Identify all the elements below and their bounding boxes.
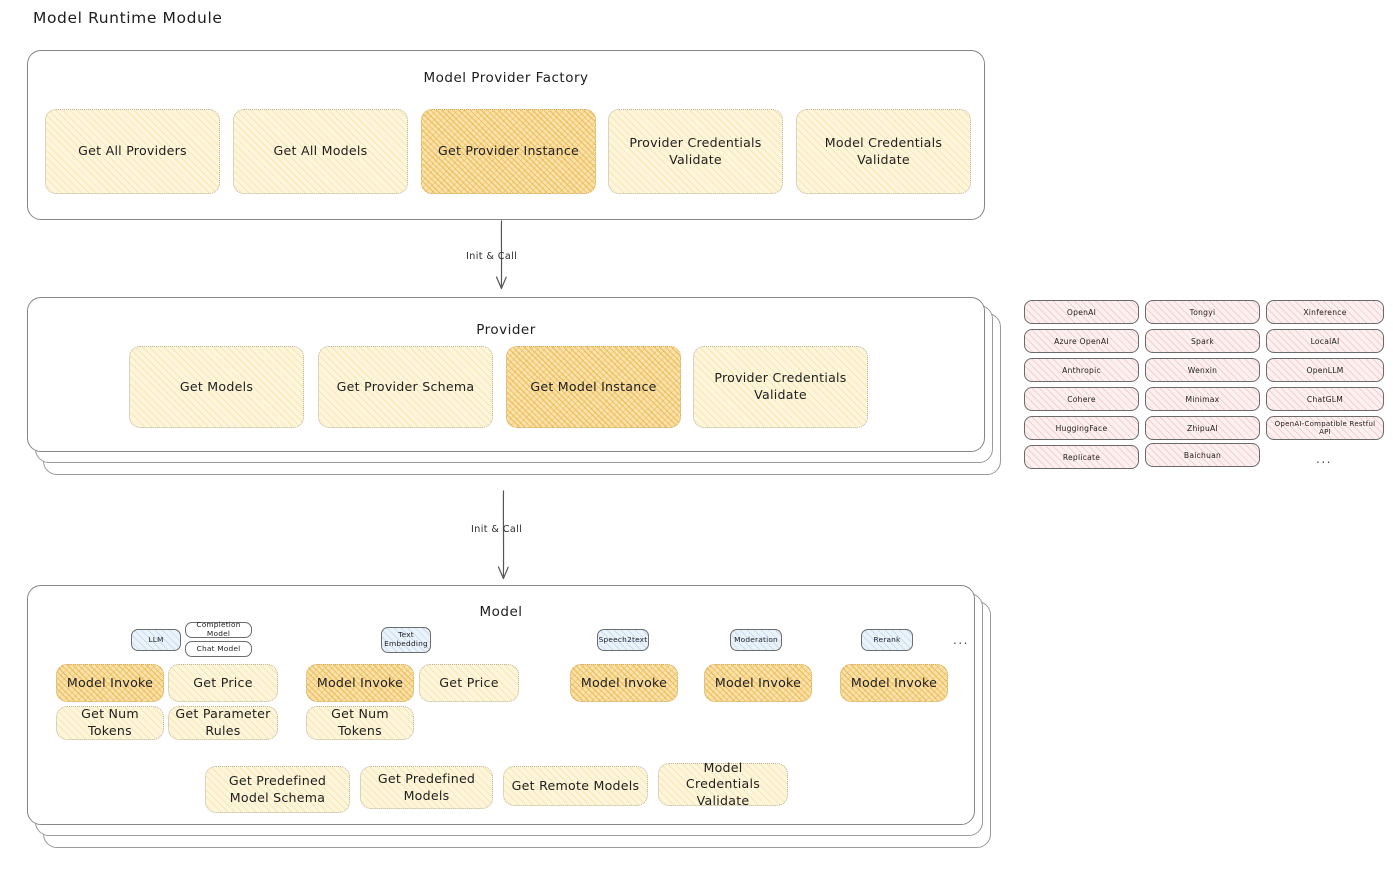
- factory-box-get-all-providers[interactable]: Get All Providers: [45, 109, 220, 194]
- provider-box-get-provider-schema[interactable]: Get Provider Schema: [318, 346, 493, 428]
- model-method-llm-model-invoke[interactable]: Model Invoke: [56, 664, 164, 702]
- provider-box-get-model-instance[interactable]: Get Model Instance: [506, 346, 681, 428]
- provider-chip-spark[interactable]: Spark: [1145, 329, 1260, 353]
- model-type-badge-llm[interactable]: LLM: [131, 629, 181, 651]
- provider-chip-openai-compatible-restful-api[interactable]: OpenAI-Compatible Restful API: [1266, 416, 1384, 440]
- provider-chip-anthropic[interactable]: Anthropic: [1024, 358, 1139, 382]
- model-provider-factory-panel: Model Provider Factory Get All Providers…: [27, 50, 985, 220]
- provider-chip-xinference[interactable]: Xinference: [1266, 300, 1384, 324]
- model-common-method-get-predefined-models[interactable]: Get Predefined Models: [360, 766, 493, 809]
- model-common-method-model-credentials-validate[interactable]: Model Credentials Validate: [658, 760, 788, 808]
- provider-list-ellipsis: ...: [1316, 452, 1332, 466]
- model-method-moderation-model-invoke[interactable]: Model Invoke: [704, 664, 812, 702]
- provider-chip-localai[interactable]: LocalAI: [1266, 329, 1384, 353]
- factory-box-get-all-models[interactable]: Get All Models: [233, 109, 408, 194]
- factory-box-get-provider-instance[interactable]: Get Provider Instance: [421, 109, 596, 194]
- provider-chip-openllm[interactable]: OpenLLM: [1266, 358, 1384, 382]
- model-method-text-embedding-get-num-tokens[interactable]: Get Num Tokens: [306, 706, 414, 740]
- factory-box-provider-credentials-validate[interactable]: Provider Credentials Validate: [608, 109, 783, 194]
- model-provider-factory-title: Model Provider Factory: [423, 70, 589, 86]
- factory-box-model-credentials-validate[interactable]: Model Credentials Validate: [796, 109, 971, 194]
- provider-chip-replicate[interactable]: Replicate: [1024, 445, 1139, 469]
- model-method-speech2text-model-invoke[interactable]: Model Invoke: [570, 664, 678, 702]
- model-method-llm-get-parameter-rules[interactable]: Get Parameter Rules: [168, 706, 278, 740]
- provider-chip-azure-openai[interactable]: Azure OpenAI: [1024, 329, 1139, 353]
- arrow-label-init-and-call-2: Init & Call: [471, 524, 523, 535]
- arrow-factory-to-provider: Init & Call: [466, 220, 540, 295]
- model-type-badge-rerank[interactable]: Rerank: [861, 629, 913, 651]
- provider-list: OpenAI Azure OpenAI Anthropic Cohere Hug…: [1024, 300, 1384, 478]
- model-common-method-get-remote-models[interactable]: Get Remote Models: [503, 766, 648, 806]
- page-title: Model Runtime Module: [33, 9, 223, 27]
- provider-box-get-models[interactable]: Get Models: [129, 346, 304, 428]
- provider-chip-huggingface[interactable]: HuggingFace: [1024, 416, 1139, 440]
- model-subtype-badge-completion-model[interactable]: Completion Model: [185, 620, 252, 638]
- provider-chip-minimax[interactable]: Minimax: [1145, 387, 1260, 411]
- model-common-method-get-predefined-model-schema[interactable]: Get Predefined Model Schema: [205, 766, 350, 813]
- model-method-llm-get-price[interactable]: Get Price: [168, 664, 278, 702]
- model-types-ellipsis: ...: [953, 633, 969, 647]
- provider-box-provider-credentials-validate[interactable]: Provider Credentials Validate: [693, 346, 868, 428]
- provider-chip-zhipuai[interactable]: ZhipuAI: [1145, 416, 1260, 440]
- model-title: Model: [479, 604, 523, 620]
- provider-chip-cohere[interactable]: Cohere: [1024, 387, 1139, 411]
- provider-chip-chatglm[interactable]: ChatGLM: [1266, 387, 1384, 411]
- model-method-text-embedding-model-invoke[interactable]: Model Invoke: [306, 664, 414, 702]
- arrow-provider-to-model: Init & Call: [471, 490, 542, 585]
- provider-title: Provider: [476, 322, 536, 338]
- provider-panel: Provider Get Models Get Provider Schema …: [27, 297, 985, 452]
- model-panel: Model LLM Completion Model Chat Model Mo…: [27, 585, 975, 825]
- model-type-badge-moderation[interactable]: Moderation: [730, 629, 782, 651]
- model-method-llm-get-num-tokens[interactable]: Get Num Tokens: [56, 706, 164, 740]
- model-type-badge-text-embedding[interactable]: Text Embedding: [381, 627, 431, 653]
- arrow-icon: [497, 490, 509, 580]
- provider-chip-openai[interactable]: OpenAI: [1024, 300, 1139, 324]
- model-type-badge-speech2text[interactable]: Speech2text: [597, 629, 649, 651]
- arrow-icon: [495, 220, 507, 290]
- model-method-text-embedding-get-price[interactable]: Get Price: [419, 664, 519, 702]
- model-method-rerank-model-invoke[interactable]: Model Invoke: [840, 664, 948, 702]
- provider-chip-tongyi[interactable]: Tongyi: [1145, 300, 1260, 324]
- provider-chip-wenxin[interactable]: Wenxin: [1145, 358, 1260, 382]
- provider-chip-baichuan[interactable]: Baichuan: [1145, 443, 1260, 467]
- model-subtype-badge-chat-model[interactable]: Chat Model: [185, 641, 252, 657]
- arrow-label-init-and-call-1: Init & Call: [466, 251, 518, 262]
